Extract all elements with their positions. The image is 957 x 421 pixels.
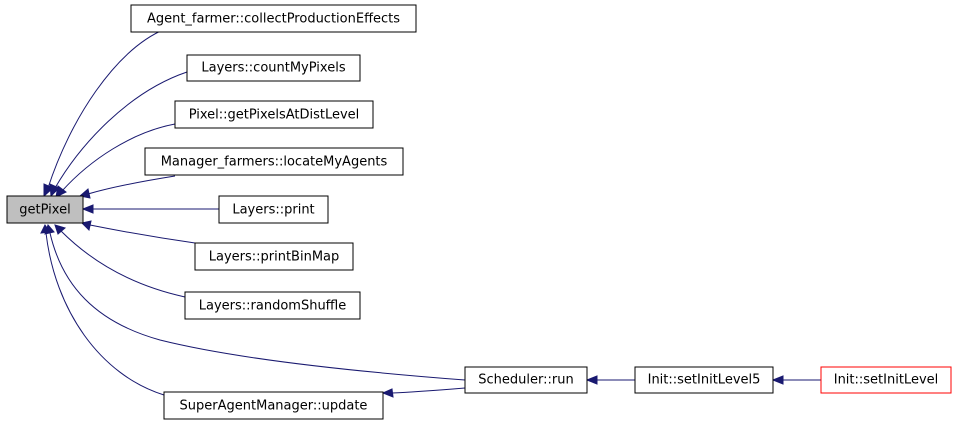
node-layers-randomshuffle[interactable]: Layers::randomShuffle [184, 291, 361, 320]
edge-printbinmap-to-getpixel [81, 220, 196, 244]
node-getpixel[interactable]: getPixel [6, 195, 84, 224]
node-scheduler-run-label: Scheduler::run [478, 373, 573, 388]
node-layers-countmypixels[interactable]: Layers::countMyPixels [186, 54, 361, 82]
node-init-setinitlevel5[interactable]: Init::setInitLevel5 [634, 366, 774, 394]
node-pixel-getpixelsatdistlevel-label: Pixel::getPixelsAtDistLevel [189, 108, 360, 123]
edge-setinitlevel5-to-run [585, 375, 635, 385]
node-layers-print-label: Layers::print [232, 203, 314, 218]
node-getpixel-label: getPixel [19, 203, 70, 218]
edge-randomshuffle-to-getpixel [54, 224, 186, 298]
edge-getpixelsatdistlevel-to-getpixel [55, 123, 176, 198]
node-manager-farmers-locatemyagents[interactable]: Manager_farmers::locateMyAgents [144, 147, 404, 176]
edge-countmypixels-to-getpixel [49, 71, 188, 198]
edge-update-to-getpixel [40, 224, 165, 396]
node-layers-countmypixels-label: Layers::countMyPixels [201, 61, 345, 76]
edge-setinitlevel-to-setinitlevel5 [771, 375, 821, 385]
node-layers-print[interactable]: Layers::print [218, 195, 329, 224]
node-layers-randomshuffle-label: Layers::randomShuffle [199, 299, 347, 314]
node-init-setinitlevel-label: Init::setInitLevel [834, 373, 939, 388]
node-layers-printbinmap[interactable]: Layers::printBinMap [194, 242, 354, 271]
node-init-setinitlevel[interactable]: Init::setInitLevel [820, 366, 952, 394]
node-superagentmanager-update-label: SuperAgentManager::update [180, 399, 368, 414]
node-superagentmanager-update[interactable]: SuperAgentManager::update [163, 391, 384, 420]
node-agent-farmer-collectproductioneffects[interactable]: Agent_farmer::collectProductionEffects [130, 4, 417, 33]
node-init-setinitlevel5-label: Init::setInitLevel5 [648, 373, 761, 388]
edge-print-to-getpixel [81, 204, 219, 214]
nodes: getPixel Agent_farmer::collectProduction… [6, 4, 952, 420]
node-layers-printbinmap-label: Layers::printBinMap [209, 250, 340, 265]
node-manager-farmers-locatemyagents-label: Manager_farmers::locateMyAgents [161, 155, 388, 170]
node-agent-farmer-collectproductioneffects-label: Agent_farmer::collectProductionEffects [147, 12, 400, 27]
edge-locatemyagents-to-getpixel [78, 175, 176, 199]
node-scheduler-run[interactable]: Scheduler::run [464, 366, 588, 394]
node-pixel-getpixelsatdistlevel[interactable]: Pixel::getPixelsAtDistLevel [174, 100, 374, 129]
edges [40, 28, 821, 398]
edge-run-to-update [381, 387, 466, 398]
